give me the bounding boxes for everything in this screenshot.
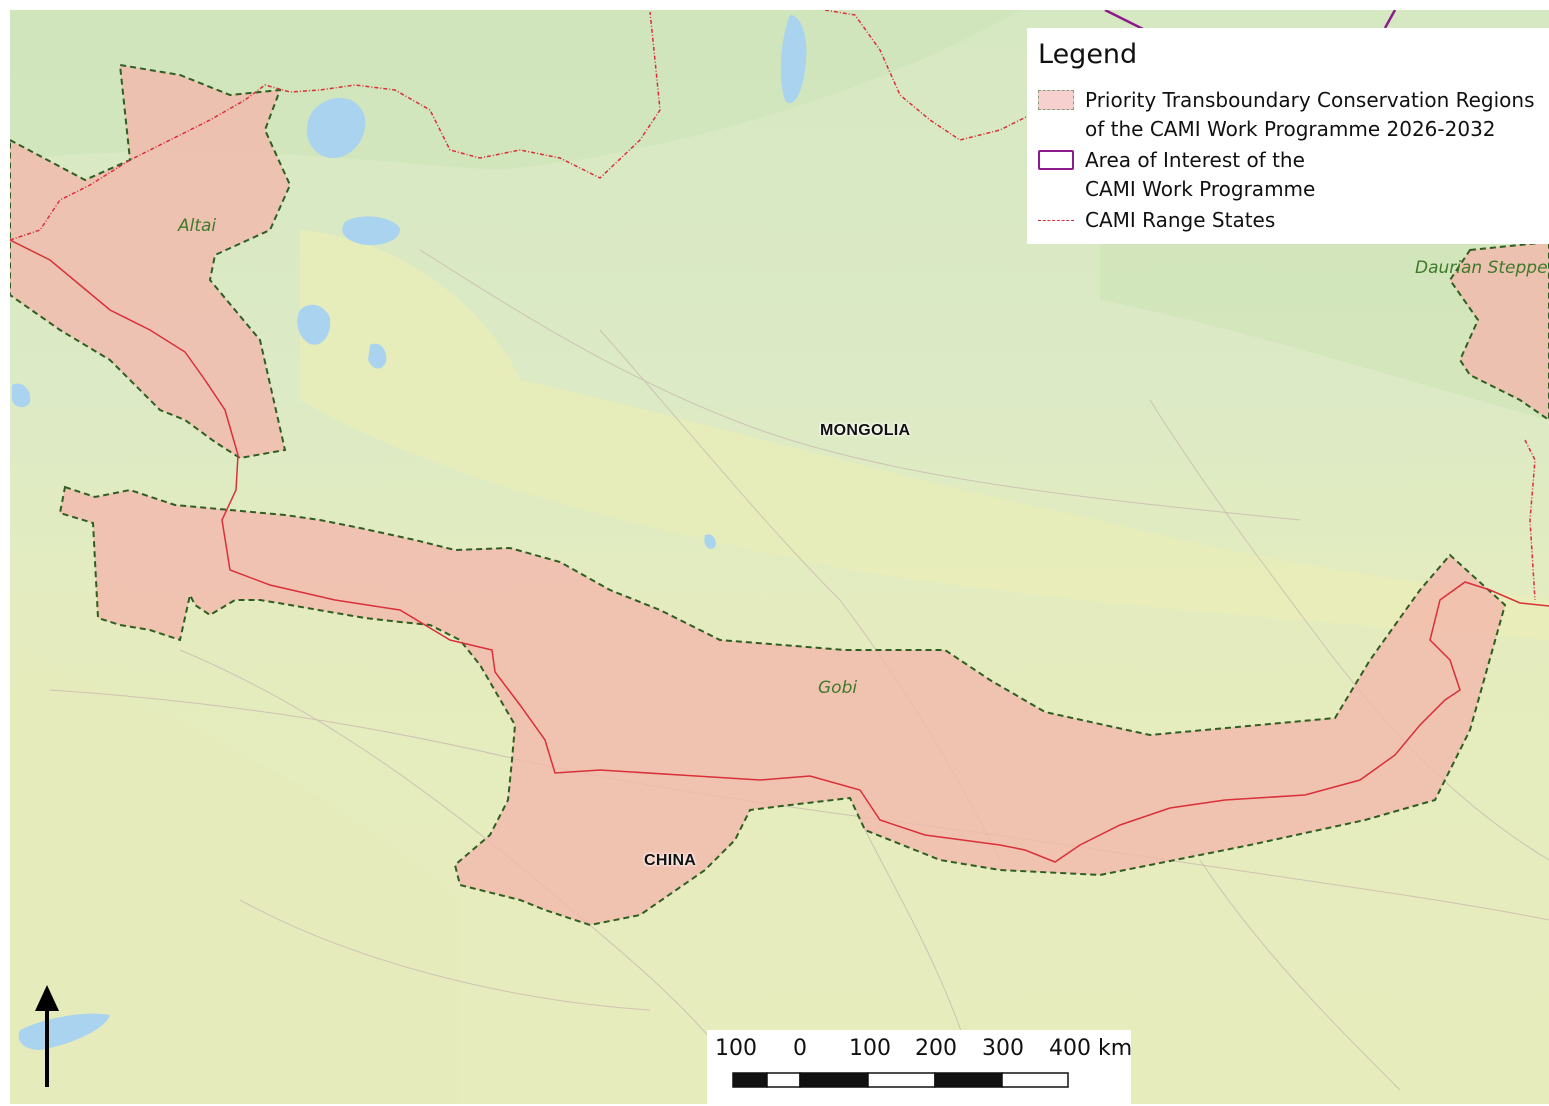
legend-item-label: CAMI Work Programme (1085, 177, 1316, 201)
priority-region-gobi (58, 485, 1507, 927)
legend-item-label: CAMI Range States (1085, 208, 1276, 232)
range-state-line-swatch (1038, 210, 1074, 230)
lakes (12, 15, 807, 1050)
legend-item-label: Area of Interest of the (1085, 148, 1305, 172)
region-label-gobi: Gobi (818, 678, 858, 698)
legend-item-label: Priority Transboundary Conservation Regi… (1085, 88, 1535, 112)
lake-khyargas (342, 216, 401, 246)
lake-southwest (18, 1013, 111, 1050)
priority-region-swatch (1038, 90, 1074, 110)
eastern-forest (1100, 240, 1549, 420)
lake-west (12, 383, 31, 408)
scale-label: 400 km (1049, 1036, 1133, 1061)
lake-small-2 (704, 534, 716, 549)
legend-item-area-of-interest: Area of Interest of the CAMI Work Progra… (1038, 146, 1539, 204)
legend-item-range-states: CAMI Range States (1038, 206, 1539, 235)
lake-small-1 (368, 343, 387, 369)
legend: Legend Priority Transboundary Conservati… (1027, 28, 1549, 244)
legend-title: Legend (1038, 39, 1138, 70)
scale-label: 200 (915, 1036, 957, 1061)
scale-label: 100 (715, 1036, 757, 1061)
lake-khar-us (297, 304, 331, 345)
scale-segment (766, 1072, 801, 1088)
scale-bar: 100 0 100 200 300 400 km (707, 1030, 1133, 1104)
scale-segment (799, 1072, 869, 1088)
region-label-altai: Altai (178, 216, 217, 236)
north-arrow-icon (35, 985, 59, 1087)
priority-regions (10, 63, 1549, 927)
range-state-boundaries (10, 10, 1549, 863)
legend-item-priority-regions: Priority Transboundary Conservation Regi… (1038, 86, 1539, 144)
lake-khovsgol (780, 15, 807, 104)
area-of-interest-swatch (1038, 150, 1074, 170)
area-of-interest-boundary (1104, 10, 1397, 32)
priority-region-daurian (1448, 240, 1549, 422)
lake-uvs (306, 97, 366, 159)
legend-item-label: of the CAMI Work Programme 2026-2032 (1085, 117, 1496, 141)
country-label-mongolia: MONGOLIA (820, 422, 911, 439)
region-label-daurian-steppe: Daurian Steppe (1415, 258, 1548, 278)
priority-region-altai (10, 63, 292, 460)
scale-segment (732, 1072, 768, 1088)
desert-southwest (10, 640, 460, 1104)
scale-segment (867, 1072, 936, 1088)
scale-label: 0 (793, 1036, 807, 1061)
scale-label: 300 (982, 1036, 1024, 1061)
scale-segment (934, 1072, 1003, 1088)
scale-label: 100 (849, 1036, 891, 1061)
scale-segment (1001, 1072, 1069, 1088)
scale-bar-graphic (732, 1072, 1069, 1088)
country-label-china: CHINA (644, 852, 697, 869)
